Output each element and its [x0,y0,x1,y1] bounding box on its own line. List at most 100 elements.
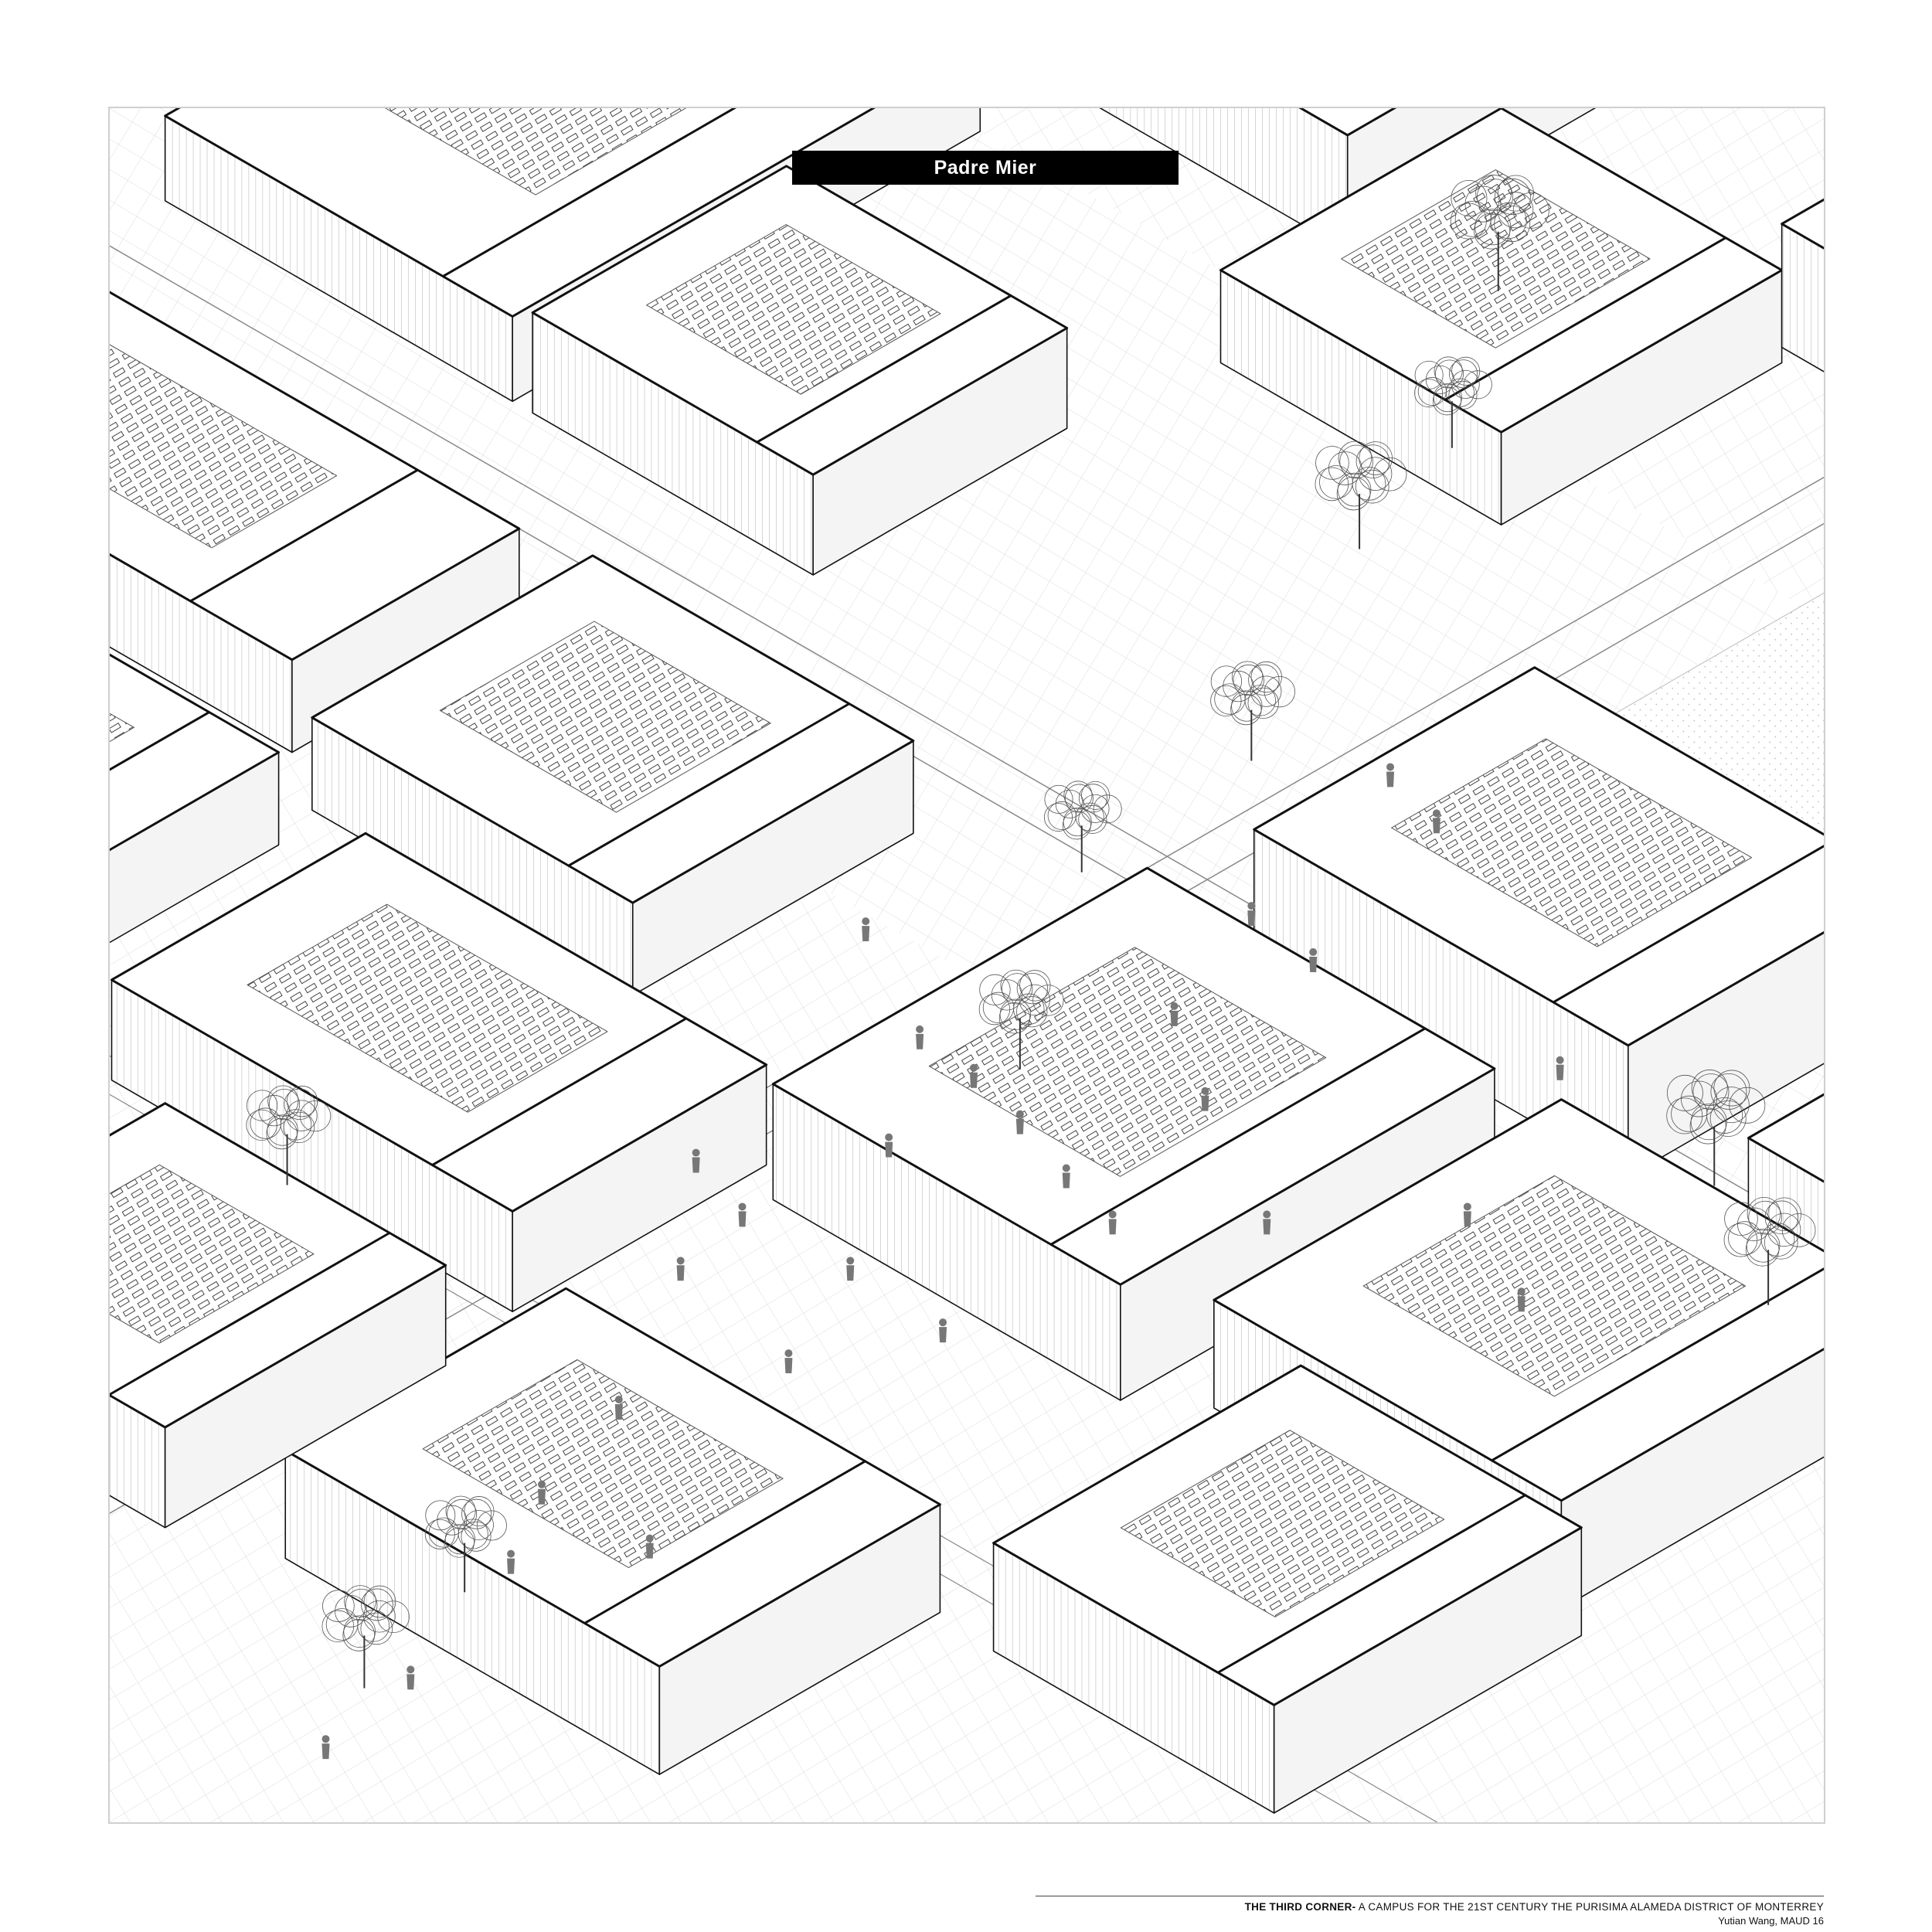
classroom-seating [439,621,771,813]
project-title-bold: THE THIRD CORNER- [1244,1901,1356,1913]
tree-canopy [1689,1107,1726,1145]
person-figure [1432,818,1440,834]
partition-wall [1050,1027,1426,1246]
author-credit: Yutian Wang, MAUD 16 [1718,1915,1824,1927]
classroom-seating [928,947,1327,1177]
building-cut-plan [1298,108,1397,137]
tree-canopy [1494,206,1531,242]
axonometric-drawing [108,107,1825,1824]
tree-canopy [1016,995,1048,1028]
tree-canopy [1063,808,1092,837]
street-label-padre-mier: Padre Mier [792,151,1179,185]
tree-canopy [1043,803,1073,832]
classroom-seating [422,1359,784,1568]
project-title: THE THIRD CORNER- A CAMPUS FOR THE 21ST … [1036,1901,1824,1913]
tree-canopy [343,1615,376,1648]
tree-canopy [1434,359,1464,389]
tree-canopy [1781,1213,1816,1247]
person-figure [692,1157,700,1173]
tree-canopy [267,1114,298,1146]
tree-canopy [1093,794,1122,824]
tree-canopy [1671,1095,1708,1132]
tree-canopy [1709,1100,1747,1137]
person-figure [916,1033,924,1049]
classroom-seating [110,344,338,549]
tree-canopy [1746,1228,1781,1263]
person-figure [1108,1210,1117,1219]
partition-wall [110,1232,390,1396]
title-block: THE THIRD CORNER- A CAMPUS FOR THE 21ST … [1036,1896,1824,1927]
tree-canopy [1337,472,1372,507]
partition-wall [110,711,210,771]
person-figure [676,1265,685,1281]
person-figure [1556,1064,1564,1080]
person-figure [538,1488,546,1505]
tree-canopy [1315,446,1349,480]
tree-canopy [1745,1232,1780,1267]
person-figure [1386,771,1395,787]
person-figure [738,1202,747,1211]
tree-canopy [428,1517,459,1548]
person-figure [645,1534,654,1543]
tree-canopy [1250,661,1282,693]
tree-canopy [1764,1200,1799,1235]
tree-canopy [447,1498,478,1529]
tree-canopy [1264,675,1295,708]
partition-wall [756,294,1012,444]
building-cut-plan [1781,198,1824,250]
tree-canopy [284,1088,315,1121]
tree-canopy [363,1585,396,1618]
tree-canopy [991,979,1023,1011]
tree-canopy [437,1505,468,1536]
person-figure [969,1072,978,1088]
person-figure [784,1349,793,1358]
person-figure [1463,1202,1471,1211]
person-figure [738,1211,747,1227]
tree-canopy [1666,1074,1703,1111]
tree-canopy [1210,665,1243,697]
tree-canopy [1047,801,1077,830]
tree-canopy [1339,444,1373,479]
classroom-seating [1341,169,1651,349]
tree-canopy [361,1588,393,1621]
tree-canopy [1328,451,1362,485]
tree-canopy [360,1612,393,1645]
classroom-seating [247,903,608,1113]
tree-canopy [1497,175,1534,212]
partition-wall [1444,236,1726,401]
tree-canopy [1417,376,1447,406]
tree-canopy [1764,1226,1798,1260]
person-figure [862,926,870,942]
person-figure [1247,902,1256,910]
partition-wall [568,702,850,867]
tree-canopy [1315,467,1349,502]
person-figure [1263,1219,1271,1235]
tree-canopy [258,1094,290,1127]
tree-canopy [1463,370,1492,400]
tree-canopy [1247,687,1279,719]
tree-canopy [250,1107,281,1139]
person-figure [939,1327,947,1343]
person-figure [1263,1210,1271,1219]
tree-canopy [1477,179,1513,216]
tree-canopy [1494,179,1531,215]
street-edge [110,245,1824,1236]
tree-canopy [1475,209,1512,246]
person-figure [507,1558,515,1574]
person-figure [406,1674,415,1690]
tree-canopy [1210,685,1242,717]
classroom-seating [1391,738,1753,947]
tree-canopy [476,1510,507,1541]
tree-canopy [1002,973,1033,1005]
tree-canopy [1451,180,1488,216]
tree-canopy [283,1111,315,1144]
project-title-subtitle: A CAMPUS FOR THE 21ST CENTURY THE PURISI… [1355,1901,1824,1913]
person-figure [846,1257,855,1265]
tree-canopy [1690,1104,1727,1141]
person-figure [1517,1296,1526,1312]
classroom-seating [646,224,941,395]
tree-canopy [1433,383,1462,413]
tree-canopy [299,1100,332,1132]
person-figure [784,1358,793,1374]
person-figure [1201,1095,1209,1111]
